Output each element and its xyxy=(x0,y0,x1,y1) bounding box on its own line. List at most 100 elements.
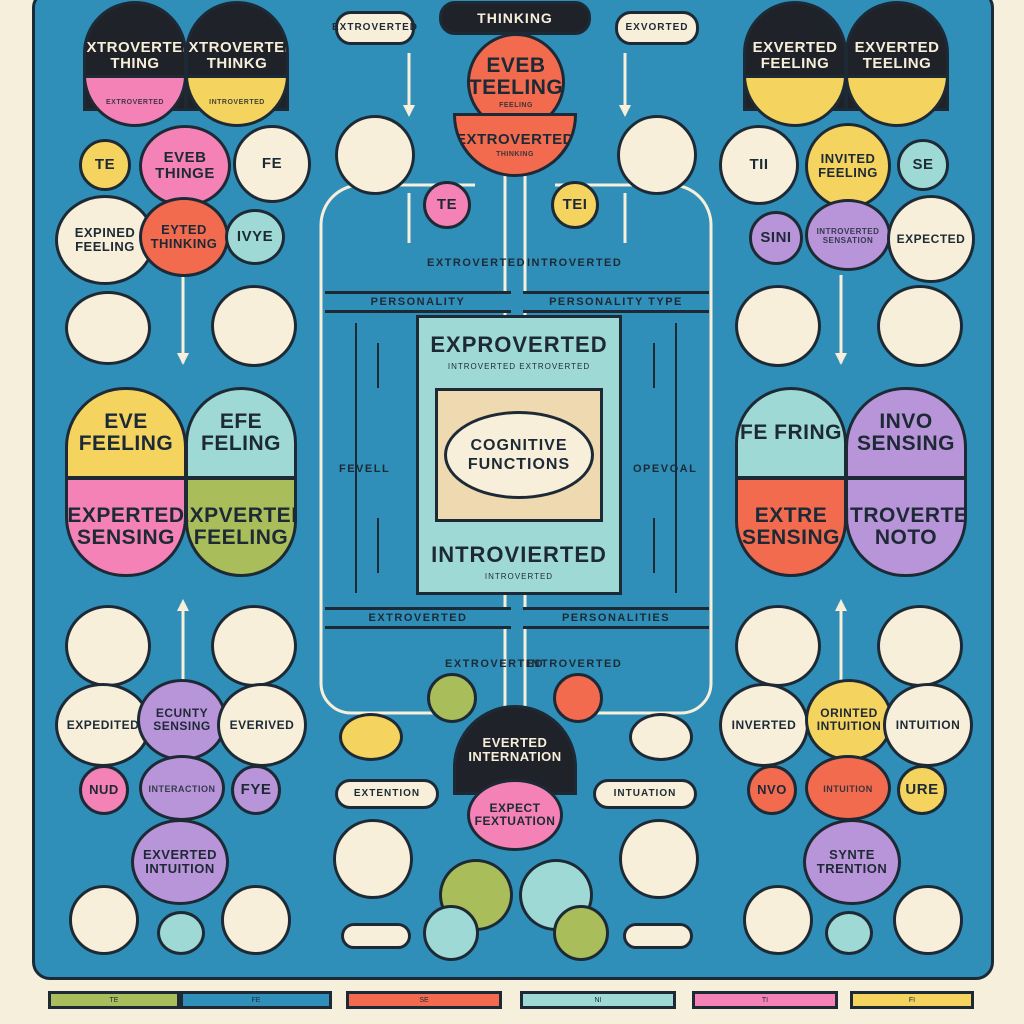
node-left-foot-1 xyxy=(69,885,139,955)
node-everived-label: EVERIVED xyxy=(229,717,295,732)
node-expedited: EXPEDITED xyxy=(55,683,151,767)
label-mid-left: FEVELL xyxy=(339,463,391,475)
legend-swatch-3: SE xyxy=(346,991,502,1009)
banner-top-left: PERSONALITY xyxy=(325,291,511,313)
node-expect-fextuation-label: EXPECT FEXTUATION xyxy=(474,801,556,828)
node-ti-label: TII xyxy=(749,156,769,174)
te-badge: TE xyxy=(423,181,471,229)
legend-swatch-4: NI xyxy=(520,991,676,1009)
tei-badge-label: TEI xyxy=(562,196,588,214)
te-badge-label: TE xyxy=(436,196,458,214)
node-invited-feeling-label: INVITED FEELING xyxy=(818,151,878,180)
node-ecunty-sensing: ECUNTY SENSING xyxy=(137,679,227,761)
node-exp-intuition-label: EXVERTED INTUITION xyxy=(142,847,218,876)
core-top-sub: INTROVERTED EXTROVERTED xyxy=(447,362,591,371)
node-inverted-right-label: INVERTED xyxy=(731,717,797,732)
node-extre-sensing: EXTRE SENSING xyxy=(735,477,847,577)
node-intuition2-label: INTUITION xyxy=(823,783,873,794)
node-bottom-olive-3 xyxy=(553,905,609,961)
connector-lines xyxy=(177,53,847,733)
node-tr-big-right-label: EXVERTED TEELING xyxy=(854,39,940,72)
tag-bottom-left xyxy=(341,923,411,949)
core-bottom-sub: INTROVERTED xyxy=(484,572,554,581)
top-center-bar-label: EXTROVERTED xyxy=(456,130,575,148)
top-tag-left: EXTROVERTED xyxy=(332,11,417,45)
top-center-bar-sub: THINKING xyxy=(496,150,534,158)
node-bottom-cream-2 xyxy=(619,819,699,899)
node-intuition-right-label: INTUITION xyxy=(895,717,961,732)
node-right-misc-1 xyxy=(735,285,821,367)
node-fe-fring-label: FE FRING xyxy=(740,420,842,444)
node-interaction-label: INTERACTION xyxy=(148,783,216,794)
node-everived: EVERIVED xyxy=(217,683,307,767)
node-eyted-thinking-label: EYTED THINKING xyxy=(150,222,218,251)
legend-swatch-1: TE xyxy=(48,991,180,1009)
node-exp-sensing-label: EXPERTED SENSING xyxy=(67,503,185,549)
node-right-misc-2 xyxy=(877,285,963,367)
node-fe: FE xyxy=(233,125,311,203)
top-left-small-node xyxy=(335,115,415,195)
node-expedited-label: EXPEDITED xyxy=(66,717,140,732)
node-tl-bottom-left-label: EXTROVERTED xyxy=(105,98,164,106)
node-exp-feeling-label: EXPVERTED FEELING xyxy=(188,503,294,549)
node-bottom-olive xyxy=(427,673,477,723)
top-center-node-sub: FEELING xyxy=(499,101,533,109)
tag-extention: EXTENTION xyxy=(335,779,439,809)
tei-badge: TEI xyxy=(551,181,599,229)
node-right-foot-2 xyxy=(825,911,873,955)
node-ure-label: URE xyxy=(905,781,939,799)
node-invo-sensing-label: INVO SENSING xyxy=(856,409,956,455)
node-intuition-right: INTUITION xyxy=(883,683,973,767)
node-ti: TII xyxy=(719,125,799,205)
node-left-misc-2 xyxy=(211,285,297,367)
node-fye: FYE xyxy=(231,765,281,815)
node-tl-big-left-label: EXTROVERTED THING xyxy=(86,39,184,72)
node-left-foot-3 xyxy=(221,885,291,955)
node-inverted-right: INVERTED xyxy=(719,683,809,767)
node-te: TE xyxy=(79,139,131,191)
node-fe-label: FE xyxy=(261,155,283,173)
node-efe-feeling-label: EFE FELING xyxy=(201,409,281,455)
node-ivye-label: IVYE xyxy=(236,228,274,246)
label-lower-left: EXTROVERTED xyxy=(445,658,545,670)
node-fye-label: FYE xyxy=(240,781,272,799)
node-synte-trention-label: SYNTE TRENTION xyxy=(816,847,888,876)
top-tag-right: EXVORTED xyxy=(615,11,699,45)
banner-top-right: PERSONALITY TYPE xyxy=(523,291,709,313)
node-interaction: INTERACTION xyxy=(139,755,225,821)
node-orin-intuition-label: ORINTED INTUITION xyxy=(816,706,882,733)
core-center-oval: COGNITIVE FUNCTIONS xyxy=(444,411,594,499)
node-everted-internation-label: EVERTED INTERNATION xyxy=(468,735,562,764)
node-dotted-sensing: INTROVERTED SENSATION xyxy=(805,199,891,271)
label-upper-right: INTROVERTED xyxy=(527,257,623,269)
label-upper-left: EXTROVERTED xyxy=(427,257,527,269)
node-exp-intuition: EXVERTED INTUITION xyxy=(131,819,229,905)
node-eyted-thinking: EYTED THINKING xyxy=(139,197,229,277)
node-eve-feeling-label: EVE FEELING xyxy=(78,409,174,455)
node-sini-label: SINI xyxy=(760,229,792,247)
node-extre-sensing-label: EXTRE SENSING xyxy=(741,503,841,549)
diagram-board: PERSONALITY PERSONALITY TYPE EXTROVERTED… xyxy=(32,0,994,980)
node-bottom-cream-1 xyxy=(333,819,413,899)
top-center-node-label: EVEB TEELING xyxy=(468,53,564,99)
core-bottom-heading: INTROVIERTED xyxy=(431,542,607,567)
node-bottom-cream-r xyxy=(629,713,693,761)
node-dotted-sensing-label: INTROVERTED SENSATION xyxy=(816,227,880,245)
node-sini: SINI xyxy=(749,211,803,265)
label-mid-right: OPEVOAL xyxy=(633,463,698,475)
node-ivye: IVYE xyxy=(225,209,285,265)
node-ecunty-sensing-label: ECUNTY SENSING xyxy=(153,706,211,733)
legend-swatch-6: FI xyxy=(850,991,974,1009)
node-expined-feeling-label: EXPINED FEELING xyxy=(74,225,136,254)
node-intuition2: INTUITION xyxy=(805,755,891,821)
legend-swatch-5: TI xyxy=(692,991,838,1009)
banner-bottom-left: EXTROVERTED xyxy=(325,607,511,629)
node-invited-feeling: INVITED FEELING xyxy=(805,123,891,209)
node-left-low-1 xyxy=(65,605,151,687)
node-left-foot-2 xyxy=(157,911,205,955)
label-lower-right: INTROVERTED xyxy=(527,658,623,670)
node-synte-trention: SYNTE TRENTION xyxy=(803,819,901,905)
node-nud: NUD xyxy=(79,765,129,815)
node-intro-noto: INTROVERTED NOTO xyxy=(845,477,967,577)
node-expect-fextuation: EXPECT FEXTUATION xyxy=(467,779,563,851)
